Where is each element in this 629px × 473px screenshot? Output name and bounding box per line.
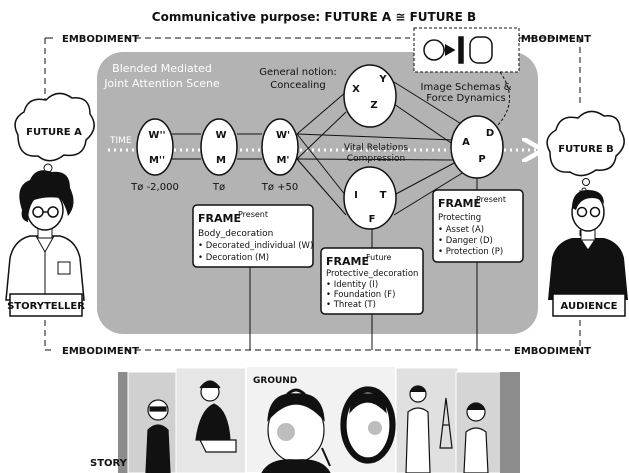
node-ellipse-xyz	[343, 64, 397, 128]
frame-right: FRAME Present Protecting • Asset (A) • D…	[432, 189, 524, 263]
embodiment-label-bottom-right: EMBODIMENT	[514, 346, 591, 357]
node-w1: W'	[276, 130, 290, 141]
vital-relations-line1: Vital Relations	[344, 143, 409, 153]
time-label-minus-2000: Tø -2,000	[130, 182, 179, 193]
storyteller-label: STORYTELLER	[7, 301, 85, 312]
node-a: A	[462, 137, 470, 148]
embodiment-label-top-right: EMBODIMENT	[514, 34, 591, 45]
node-w2: W''	[148, 130, 165, 141]
storyteller-figure	[5, 170, 85, 301]
node-p: P	[478, 154, 485, 165]
future-b-label: FUTURE B	[558, 144, 614, 155]
frame-center-label: FRAME	[326, 255, 369, 268]
frame-center-item: • Threat (T)	[326, 300, 376, 310]
node-w: W	[215, 130, 226, 141]
embodiment-label-top-left: EMBODIMENT	[62, 34, 139, 45]
frame-right-sup: Present	[476, 195, 506, 204]
audience-label: AUDIENCE	[561, 301, 618, 312]
mapping-lines	[172, 81, 465, 216]
time-label-now: Tø	[212, 182, 225, 193]
node-d: D	[486, 128, 494, 139]
node-m: M	[216, 155, 226, 166]
audience-box	[552, 293, 626, 317]
scene-title-line1: Blended Mediated	[112, 62, 212, 75]
node-t: T	[380, 190, 387, 201]
frame-right-item: • Protection (P)	[438, 247, 503, 257]
node-f: F	[369, 214, 376, 225]
frame-right-label: FRAME	[438, 197, 481, 210]
frame-left-item: • Decoration (M)	[198, 253, 269, 263]
thought-cloud-future-b	[546, 110, 625, 193]
time-label-plus-50: Tø +50	[261, 182, 299, 193]
frame-center-item: • Identity (I)	[326, 280, 378, 290]
frame-center: FRAME Future Protective_decoration • Ide…	[320, 247, 424, 315]
vital-relations-line2: Compression	[347, 154, 405, 164]
frame-right-name: Protecting	[438, 213, 481, 223]
frame-left-item: • Decorated_individual (W)	[198, 241, 313, 251]
frame-left-name: Body_decoration	[198, 229, 273, 239]
future-a-label: FUTURE A	[26, 127, 82, 138]
node-ellipse-itf	[343, 166, 397, 230]
embodiment-label-bottom-left: EMBODIMENT	[62, 346, 139, 357]
image-schemas-box	[413, 27, 520, 73]
frame-left: FRAME Present Body_decoration • Decorate…	[192, 204, 314, 268]
frame-center-item: • Foundation (F)	[326, 290, 395, 300]
frame-left-sup: Present	[238, 210, 268, 219]
frame-right-item: • Asset (A)	[438, 225, 484, 235]
node-ellipse-w2-m2	[136, 118, 174, 176]
title: Communicative purpose: FUTURE A ≅ FUTURE…	[152, 10, 476, 24]
time-label: TIME	[109, 136, 132, 146]
node-m2: M''	[149, 155, 165, 166]
force-dynamics-icon	[423, 36, 493, 64]
storyteller-box	[9, 293, 83, 317]
story-label: STORY	[90, 458, 128, 469]
general-notion-line2: Concealing	[270, 80, 325, 91]
node-ellipse-adp	[450, 115, 504, 179]
image-schemas-line2: Force Dynamics	[426, 93, 506, 104]
ground-label: GROUND	[253, 376, 297, 386]
node-ellipse-w1-m1	[261, 118, 299, 176]
node-y: Y	[378, 74, 387, 85]
image-schemas-line1: Image Schemas &	[421, 82, 512, 93]
node-i: I	[354, 190, 358, 201]
schema-connector	[497, 71, 510, 126]
frame-center-name: Protective_decoration	[326, 269, 418, 279]
node-ellipse-w-m	[200, 118, 238, 176]
frame-right-item: • Danger (D)	[438, 236, 493, 246]
node-m1: M'	[276, 155, 289, 166]
scene-title-line2: Joint Attention Scene	[103, 77, 220, 90]
general-notion-line1: General notion:	[259, 67, 337, 78]
node-z: Z	[370, 100, 377, 111]
node-x: X	[352, 84, 360, 95]
frame-center-sup: Future	[366, 253, 392, 262]
story-characters	[145, 380, 489, 473]
frame-left-label: FRAME	[198, 212, 241, 225]
audience-figure	[548, 190, 628, 300]
thought-cloud-future-a	[14, 92, 95, 181]
